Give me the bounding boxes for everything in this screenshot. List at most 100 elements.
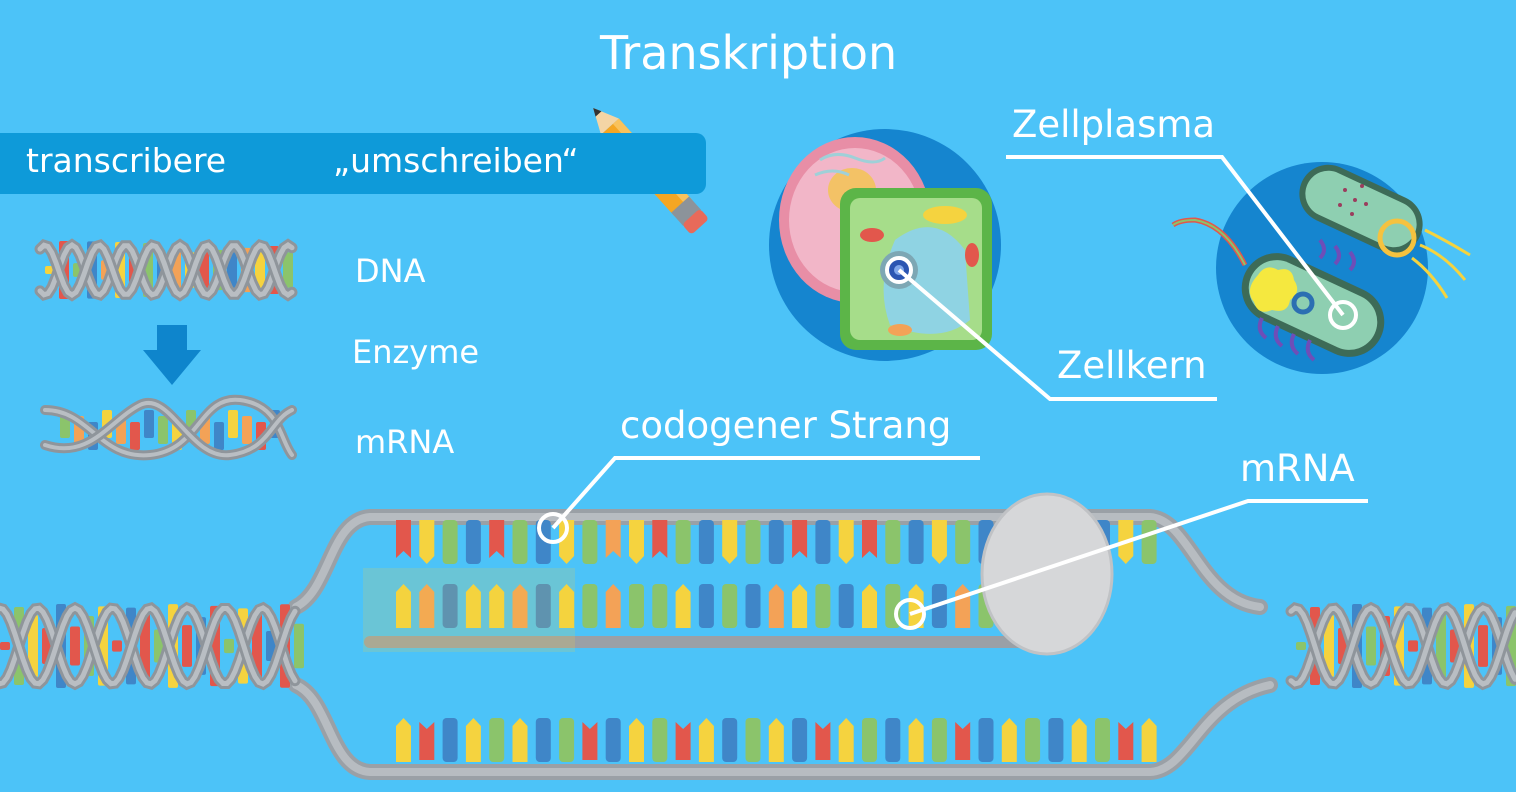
legend-label-dna: DNA — [355, 252, 426, 290]
base-pair — [228, 410, 238, 438]
rna-polymerase — [980, 492, 1114, 656]
label-codogener-strang: codogener Strang — [620, 404, 952, 447]
eukaryotic-cells-icon — [769, 129, 1001, 361]
base-pair — [955, 520, 971, 564]
base-pair — [1141, 718, 1157, 762]
base-pair — [955, 584, 971, 628]
right-dna-helix — [1285, 601, 1516, 691]
base-pair — [792, 520, 808, 558]
legend-label-mrna: mRNA — [355, 423, 455, 461]
base-pair — [652, 520, 668, 558]
helix-backbone — [1288, 605, 1516, 687]
base-pair — [140, 613, 150, 679]
base-pair — [722, 718, 738, 762]
base-pair — [283, 252, 293, 288]
base-pair — [535, 584, 551, 628]
base-pair — [605, 584, 621, 628]
base-pair — [442, 718, 458, 762]
base-pair — [815, 584, 831, 628]
base-pair — [675, 584, 691, 628]
base-pair — [465, 718, 481, 762]
base-pair — [1296, 642, 1306, 650]
base-pair — [1095, 718, 1110, 762]
base-pair — [862, 718, 877, 762]
base-pair — [442, 584, 458, 628]
transcript-highlight — [363, 568, 575, 652]
diagram-title: Transkription — [600, 26, 898, 80]
base-pair — [582, 722, 598, 760]
base-pair — [605, 718, 621, 762]
base-pair — [675, 520, 691, 564]
base-pair — [182, 625, 192, 667]
base-pair — [535, 718, 551, 762]
base-pair — [931, 718, 947, 762]
base-pair — [1001, 718, 1017, 762]
left-dna-helix — [0, 601, 304, 691]
callout-lines — [537, 155, 1368, 630]
base-pair — [419, 584, 435, 628]
base-pair — [652, 584, 668, 628]
helix-backbone — [37, 242, 295, 299]
base-pair — [885, 520, 901, 564]
base-pair — [745, 718, 761, 762]
base-pair — [698, 520, 714, 564]
base-pair — [978, 718, 994, 762]
base-pair — [815, 520, 831, 564]
etymology-banner — [0, 133, 706, 194]
base-pair — [885, 718, 901, 762]
base-pair — [908, 584, 924, 628]
base-pair — [1118, 722, 1134, 760]
base-pair — [112, 640, 122, 652]
base-pair — [242, 416, 252, 444]
base-pair — [70, 626, 80, 666]
base-pair — [1408, 640, 1418, 652]
base-pair — [629, 584, 644, 628]
base-pair — [675, 722, 691, 760]
helix-backbone — [0, 605, 298, 687]
coding-strand-bases — [396, 718, 1157, 762]
dna-backbone — [288, 509, 1278, 780]
base-pair — [698, 718, 714, 762]
base-pair — [838, 520, 854, 564]
base-pair — [1025, 718, 1041, 762]
base-pair — [955, 722, 971, 760]
base-pair — [698, 584, 714, 628]
base-pair — [862, 520, 877, 558]
label-zellplasma: Zellplasma — [1012, 103, 1216, 146]
latin-term: transcribere — [26, 141, 227, 180]
base-pair — [1071, 718, 1087, 762]
base-pair — [792, 718, 808, 762]
base-pair — [1478, 625, 1488, 667]
base-pair — [722, 584, 738, 628]
base-pair — [158, 416, 168, 444]
base-pair — [745, 520, 761, 564]
base-pair — [144, 410, 154, 438]
base-pair — [294, 623, 304, 669]
bacteria-icon — [1171, 162, 1471, 374]
base-pair — [862, 584, 877, 628]
base-pair — [582, 520, 598, 564]
base-pair — [582, 584, 598, 628]
base-pair — [0, 642, 10, 650]
base-pair — [629, 718, 644, 762]
base-pair — [931, 520, 947, 564]
base-pair — [489, 520, 505, 558]
base-pair — [629, 520, 644, 564]
base-pair — [768, 718, 784, 762]
base-pair — [908, 718, 924, 762]
base-pair — [605, 520, 621, 558]
mrna-helix-icon — [40, 394, 297, 461]
base-pair — [396, 584, 411, 628]
base-pair — [559, 718, 575, 762]
base-pair — [419, 722, 435, 760]
helix-backbone — [43, 400, 294, 458]
base-pair — [442, 520, 458, 564]
base-pair — [838, 584, 854, 628]
base-pair — [255, 249, 265, 291]
base-pair — [1324, 614, 1334, 678]
base-pair — [768, 584, 784, 628]
base-pair — [396, 520, 411, 558]
helix-backbone — [1288, 605, 1516, 687]
legend-label-enzyme: Enzyme — [352, 333, 480, 371]
